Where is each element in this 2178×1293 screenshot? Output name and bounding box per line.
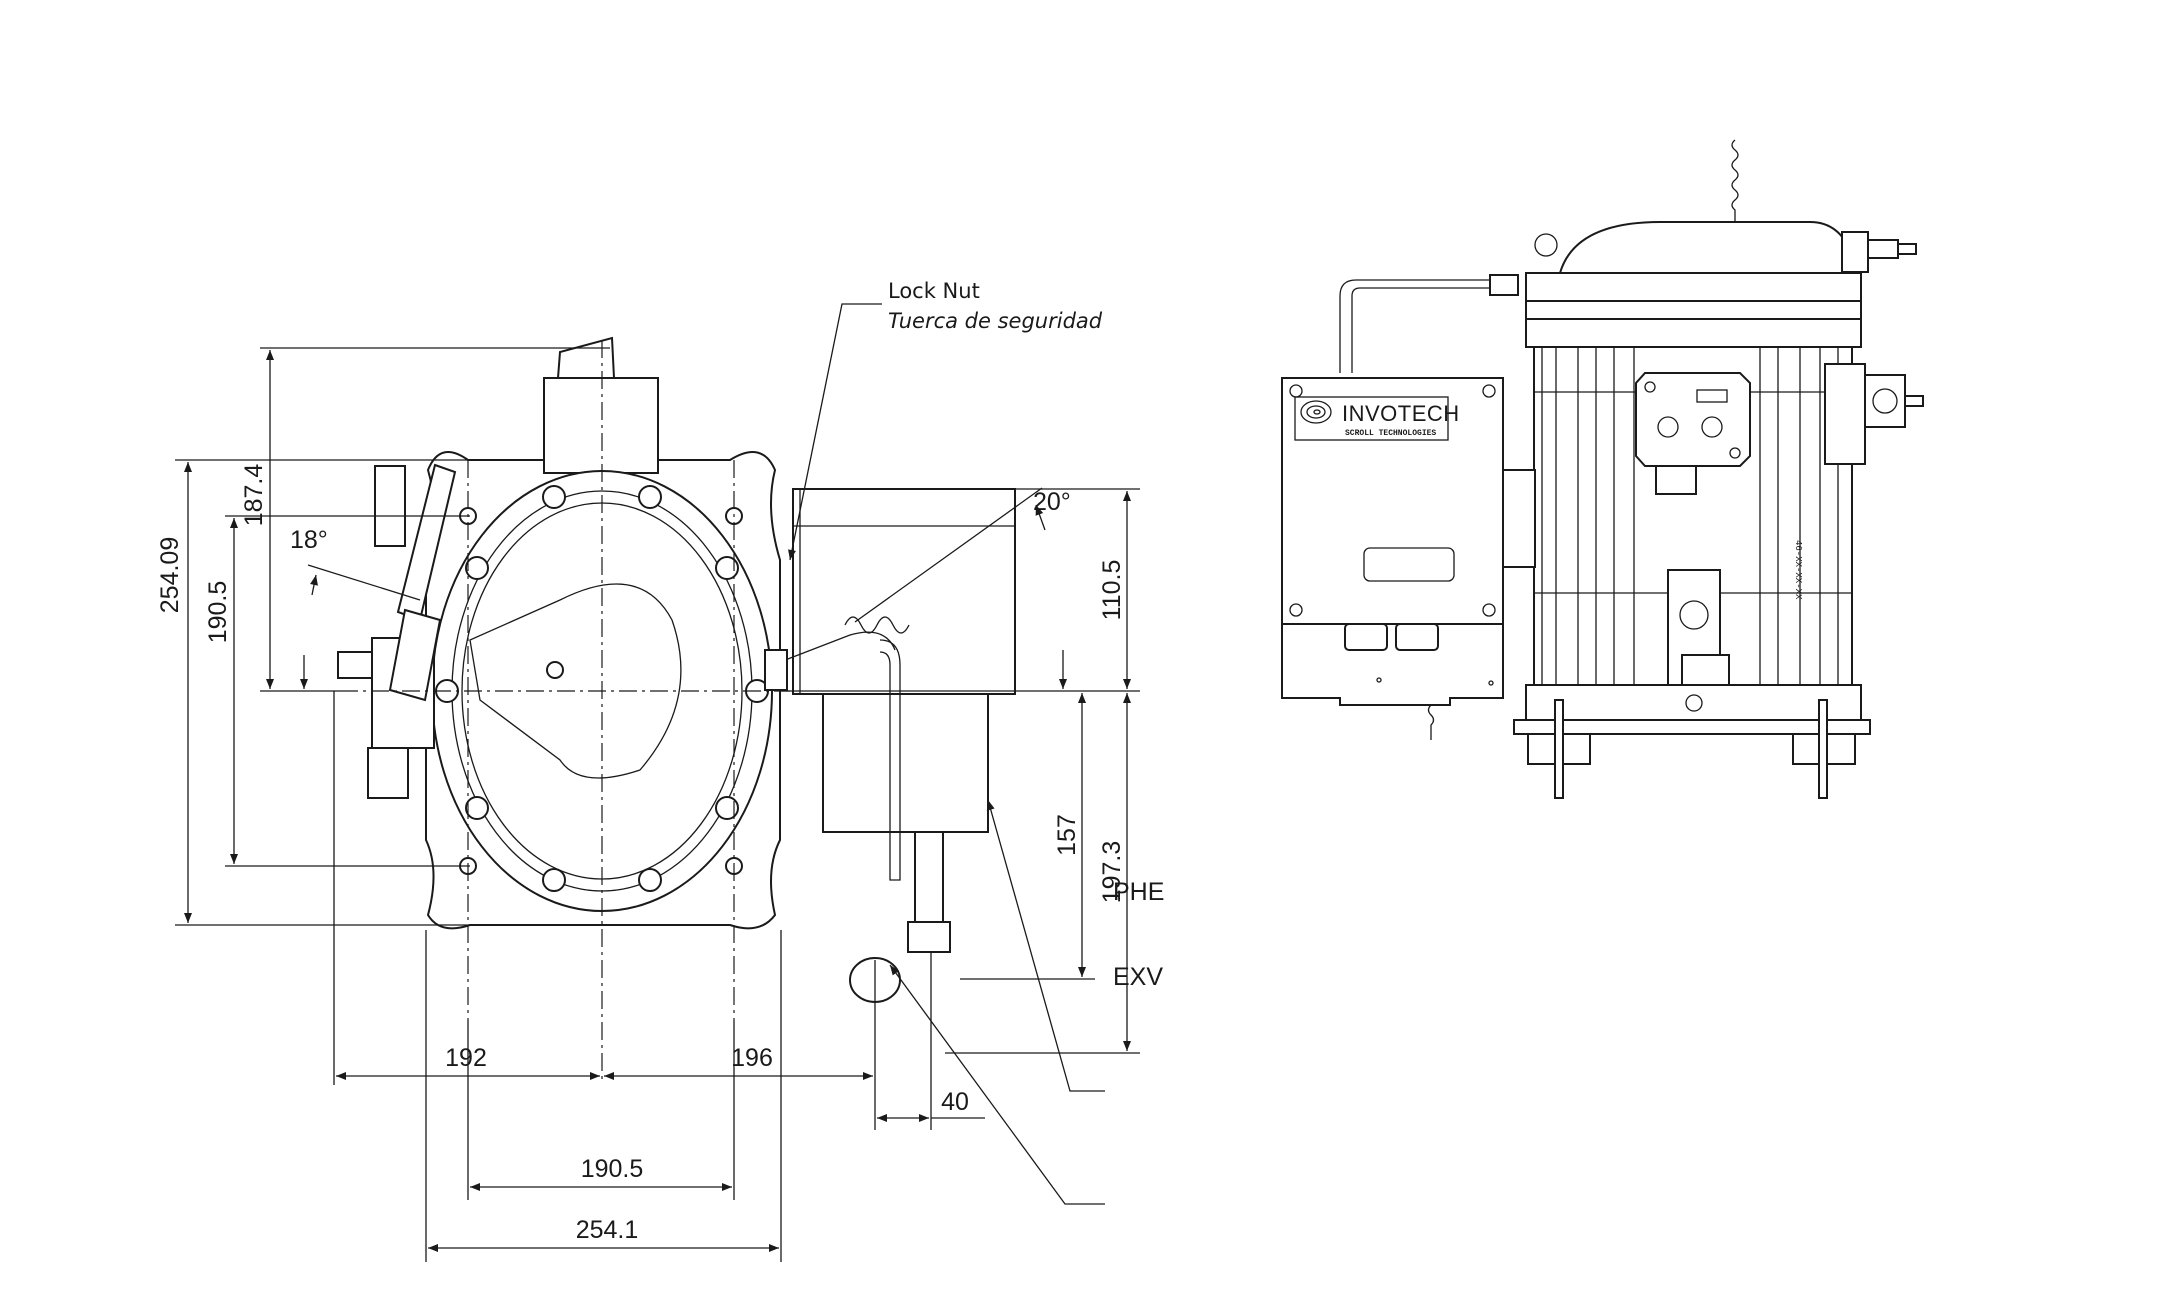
angle-20: 20° [1033,488,1071,516]
side-valve [1824,363,1866,465]
terminal-cap [557,336,615,379]
bottom-cable [1427,704,1435,740]
cable-gland-right [1395,623,1439,651]
dim-110-5: 110.5 [1098,560,1126,621]
side-view: 46-XX-XX-XX [1281,139,1924,799]
cable-gland-left [1344,623,1388,651]
exv-label: EXV [1113,963,1163,991]
compressor-dome [1558,221,1853,274]
control-box-base [1281,623,1504,706]
serial-number: 46-XX-XX-XX [1793,540,1803,600]
dim-40: 40 [941,1088,969,1116]
dim-157: 157 [1053,814,1081,856]
dim-190-5-horizontal: 190.5 [581,1155,644,1183]
front-view: 254.09 190.5 187.4 18° 192 196 190.5 254… [156,279,1164,1262]
invotech-logo-icon [1300,400,1332,424]
base-plate [1513,719,1871,735]
lock-nut-label-es: Tuerca de seguridad [888,309,1103,333]
dim-196: 196 [731,1044,773,1072]
bottom-flange [1525,684,1862,721]
control-box: INVOTECH SCROLL TECHNOLOGIES [1281,377,1536,740]
dim-254-1: 254.1 [576,1216,639,1244]
dim-192: 192 [445,1044,487,1072]
junction-box [1635,372,1751,467]
capillary [779,631,896,663]
oil-sight-glass [1679,600,1709,630]
lifting-eye [1534,233,1558,257]
angle-18: 18° [290,526,328,554]
top-flange [1525,272,1862,302]
lock-nut-label: Lock Nut [888,279,980,303]
dim-254-09: 254.09 [156,537,184,613]
suction-pipe [1351,287,1490,373]
top-wire [1731,139,1739,250]
dimensions [175,303,1140,1262]
dim-190-5-vertical: 190.5 [204,581,232,644]
phe-label: PHE [1113,878,1164,906]
display-window [1363,547,1455,582]
control-box-bracket [1502,469,1536,568]
phe-lower [822,693,989,833]
phe-plate-heat-exchanger [792,488,1016,695]
brand-name: INVOTECH [1342,401,1460,426]
brand-plate [1294,396,1449,441]
terminal-box [543,377,659,474]
dim-187-4: 187.4 [240,464,268,527]
scroll-outline [469,583,682,779]
brand-tagline: SCROLL TECHNOLOGIES [1345,429,1436,438]
discharge-fitting [1841,231,1917,273]
dim-197-3: 197.3 [1098,841,1126,904]
suction-fittings [337,463,457,799]
